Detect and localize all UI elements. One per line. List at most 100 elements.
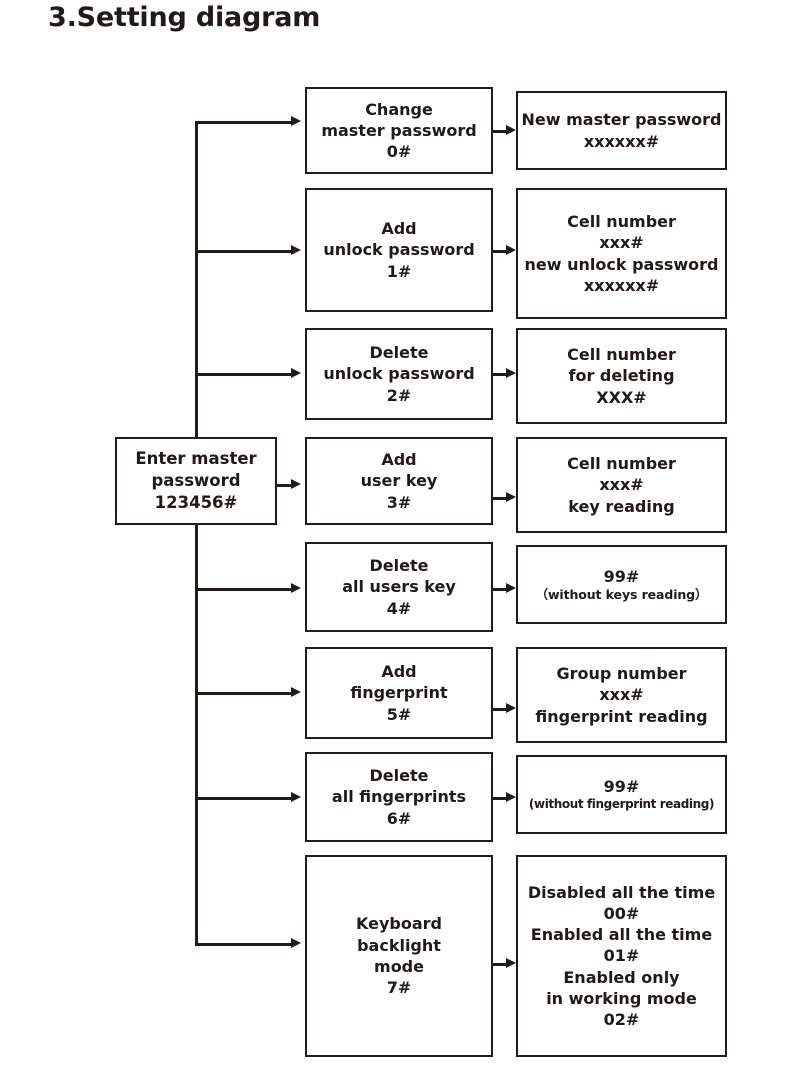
node-command-delete-unlock-password[interactable]: Delete unlock password 2# [305, 328, 493, 420]
node-line: 99# [603, 776, 640, 796]
detail-line-7 [493, 797, 506, 800]
node-line: unlock password [323, 364, 475, 384]
branch-arrow-3 [291, 368, 301, 378]
detail-arrow-6 [506, 703, 516, 713]
branch-arrow-6 [291, 687, 301, 697]
node-line: backlight [357, 935, 441, 955]
branch-line-3 [195, 373, 291, 376]
node-line: Keyboard [356, 914, 442, 934]
node-detail-delete-all-fingerprints[interactable]: 99# (without fingerprint reading) [516, 755, 727, 834]
branch-line-6 [195, 692, 291, 695]
branch-line-7 [195, 797, 291, 800]
branch-arrow-1 [291, 116, 301, 126]
branch-line-4 [277, 484, 291, 487]
node-detail-delete-all-users-key[interactable]: 99# （without keys reading） [516, 545, 727, 624]
detail-arrow-5 [506, 583, 516, 593]
node-line: 02# [603, 1010, 640, 1030]
detail-arrow-3 [506, 368, 516, 378]
branch-arrow-4 [291, 479, 301, 489]
node-command-change-master-password[interactable]: Change master password 0# [305, 87, 493, 174]
node-line: Enabled only [563, 967, 680, 987]
node-line: Cell number [567, 345, 676, 365]
detail-line-8 [493, 963, 506, 966]
node-line: 01# [603, 946, 640, 966]
node-line: Add [381, 219, 417, 239]
node-detail-delete-unlock-password[interactable]: Cell number for deleting XXX# [516, 328, 727, 424]
node-line: Change [365, 99, 433, 119]
node-line: 00# [603, 903, 640, 923]
detail-arrow-7 [506, 792, 516, 802]
node-command-delete-all-users-key[interactable]: Delete all users key 4# [305, 542, 493, 632]
node-line: all fingerprints [331, 787, 467, 807]
node-line: for deleting [568, 366, 675, 386]
node-line: 4# [386, 598, 412, 618]
node-command-add-unlock-password[interactable]: Add unlock password 1# [305, 188, 493, 312]
node-line: （without keys reading） [535, 586, 708, 602]
branch-line-5 [195, 588, 291, 591]
branch-arrow-7 [291, 792, 301, 802]
node-line: 5# [386, 704, 412, 724]
detail-arrow-8 [506, 958, 516, 968]
node-line: unlock password [323, 240, 475, 260]
branch-line-2 [195, 250, 291, 253]
node-detail-add-unlock-password[interactable]: Cell number xxx# new unlock password xxx… [516, 188, 727, 319]
node-line: Delete [369, 343, 429, 363]
node-line: Group number [556, 664, 687, 684]
branch-arrow-5 [291, 583, 301, 593]
node-line: key reading [568, 496, 675, 516]
detail-line-4 [493, 497, 506, 500]
detail-line-2 [493, 250, 506, 253]
node-line: xxxxxx# [583, 275, 660, 295]
node-line: 99# [603, 566, 640, 586]
node-detail-add-user-key[interactable]: Cell number xxx# key reading [516, 437, 727, 533]
node-line: New master password [521, 110, 722, 130]
detail-line-1 [493, 130, 506, 133]
node-line: 6# [386, 808, 412, 828]
node-line: Enabled all the time [530, 925, 713, 945]
node-line: user key [360, 471, 438, 491]
node-line: Add [381, 662, 417, 682]
node-line: xxx# [599, 233, 644, 253]
node-detail-keyboard-backlight-mode[interactable]: Disabled all the time 00# Enabled all th… [516, 855, 727, 1057]
detail-line-3 [493, 373, 506, 376]
detail-line-5 [493, 588, 506, 591]
branch-line-8 [195, 943, 291, 946]
node-line: 7# [386, 978, 412, 998]
detail-arrow-4 [506, 492, 516, 502]
spine-vertical-connector [195, 121, 198, 945]
node-line: 1# [386, 261, 412, 281]
node-line: Disabled all the time [527, 882, 716, 902]
node-line: xxxxxx# [583, 131, 660, 151]
detail-arrow-1 [506, 125, 516, 135]
node-line: new unlock password [524, 254, 719, 274]
node-line: 3# [386, 492, 412, 512]
node-command-add-fingerprint[interactable]: Add fingerprint 5# [305, 647, 493, 739]
node-line: all users key [342, 577, 456, 597]
branch-arrow-8 [291, 938, 301, 948]
node-line: fingerprint [350, 683, 448, 703]
node-line: Delete [369, 556, 429, 576]
node-line: 0# [386, 142, 412, 162]
node-line: Cell number [567, 454, 676, 474]
node-line: Delete [369, 766, 429, 786]
node-detail-new-master-password[interactable]: New master password xxxxxx# [516, 91, 727, 170]
node-command-delete-all-fingerprints[interactable]: Delete all fingerprints 6# [305, 752, 493, 842]
node-enter-master-password[interactable]: Enter master password 123456# [115, 437, 277, 525]
node-line: xxx# [599, 685, 644, 705]
node-line: xxx# [599, 475, 644, 495]
page-title: 3.Setting diagram [48, 2, 321, 33]
branch-line-1 [195, 121, 291, 124]
node-line: 123456# [154, 492, 238, 512]
node-line: 2# [386, 385, 412, 405]
node-command-add-user-key[interactable]: Add user key 3# [305, 437, 493, 525]
node-line: Enter master [135, 449, 257, 469]
node-line: Cell number [567, 211, 676, 231]
node-line: Add [381, 450, 417, 470]
node-detail-add-fingerprint[interactable]: Group number xxx# fingerprint reading [516, 647, 727, 743]
node-line: in working mode [546, 988, 697, 1008]
branch-arrow-2 [291, 245, 301, 255]
node-command-keyboard-backlight-mode[interactable]: Keyboard backlight mode 7# [305, 855, 493, 1057]
node-line: password [151, 471, 241, 491]
node-line: mode [374, 957, 424, 976]
